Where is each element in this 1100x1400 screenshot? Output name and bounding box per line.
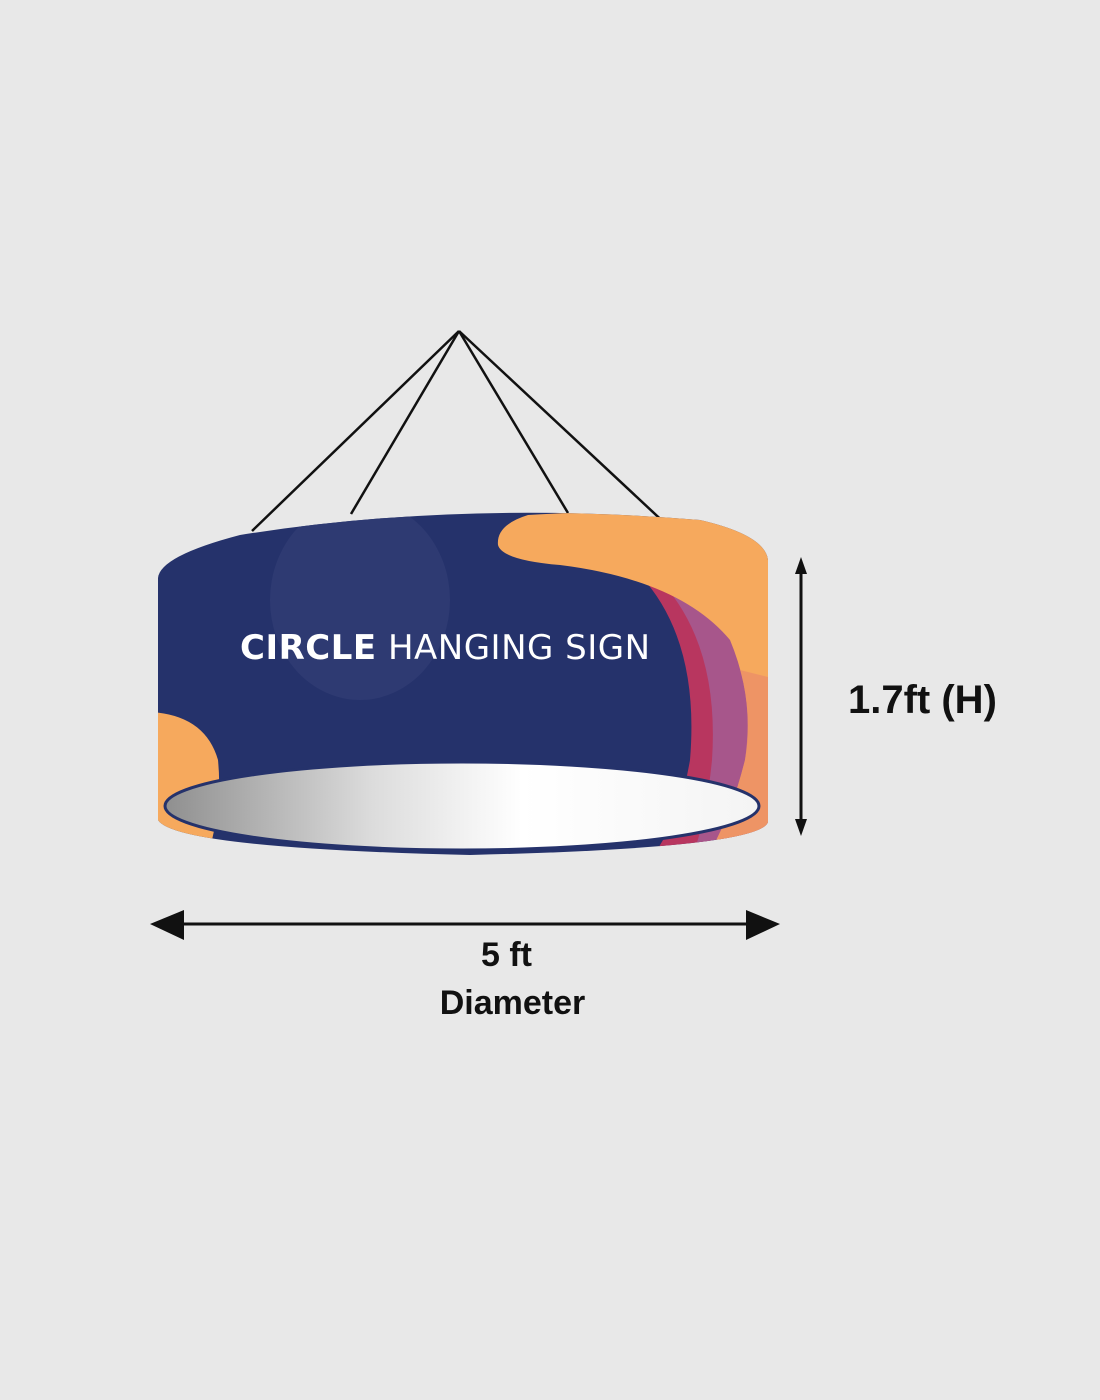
- height-arrow: [795, 557, 807, 836]
- height-label: 1.7ft (H): [848, 678, 997, 722]
- sign-interior: [163, 760, 761, 852]
- hanging-cables: [251, 330, 671, 532]
- sign-title-bold: CIRCLE: [240, 628, 377, 668]
- sign-title-regular: HANGING SIGN: [387, 628, 651, 668]
- sign-title: CIRCLE HANGING SIGN: [240, 628, 651, 668]
- diameter-value: 5 ft: [481, 936, 532, 974]
- diameter-arrow: [150, 910, 780, 940]
- diameter-caption: Diameter: [439, 984, 586, 1022]
